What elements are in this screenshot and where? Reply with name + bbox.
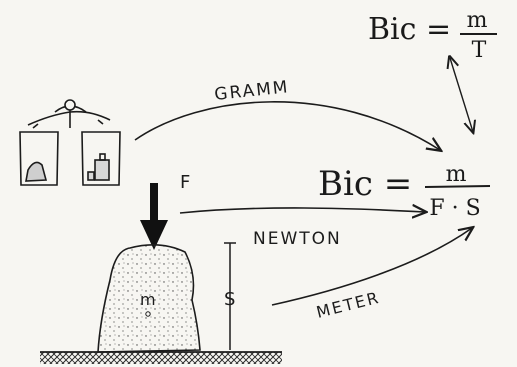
label-mass: m [140,290,156,309]
balance-scale-icon [19,99,121,186]
label-newton: NEWTON [253,229,342,249]
distance-marker [224,242,236,350]
formula-main-fraction-bar [424,185,491,188]
force-arrow [140,183,168,250]
formula-top-numerator: m [467,8,488,33]
arrow-meter [271,228,472,306]
formula-main-lhs: Bic = [318,164,412,204]
label-distance: S [224,289,235,310]
formula-main-denominator: F · S [429,196,480,221]
stone-mass [97,244,201,353]
label-gramm: GRAMM [213,77,290,105]
formula-top-lhs: Bic = [368,12,451,47]
arrow-gramm [134,101,440,150]
double-arrow [450,58,473,132]
formula-top: Bic = m T [368,8,497,63]
ground-hatch [40,352,282,364]
formula-main-numerator: m [446,162,467,187]
formula-top-denominator: T [472,38,487,63]
mass-dot [145,311,151,317]
formula-main: Bic = m F · S [318,162,491,221]
label-meter: METER [314,288,382,322]
label-force: F [180,172,190,193]
arrow-newton [179,208,425,213]
